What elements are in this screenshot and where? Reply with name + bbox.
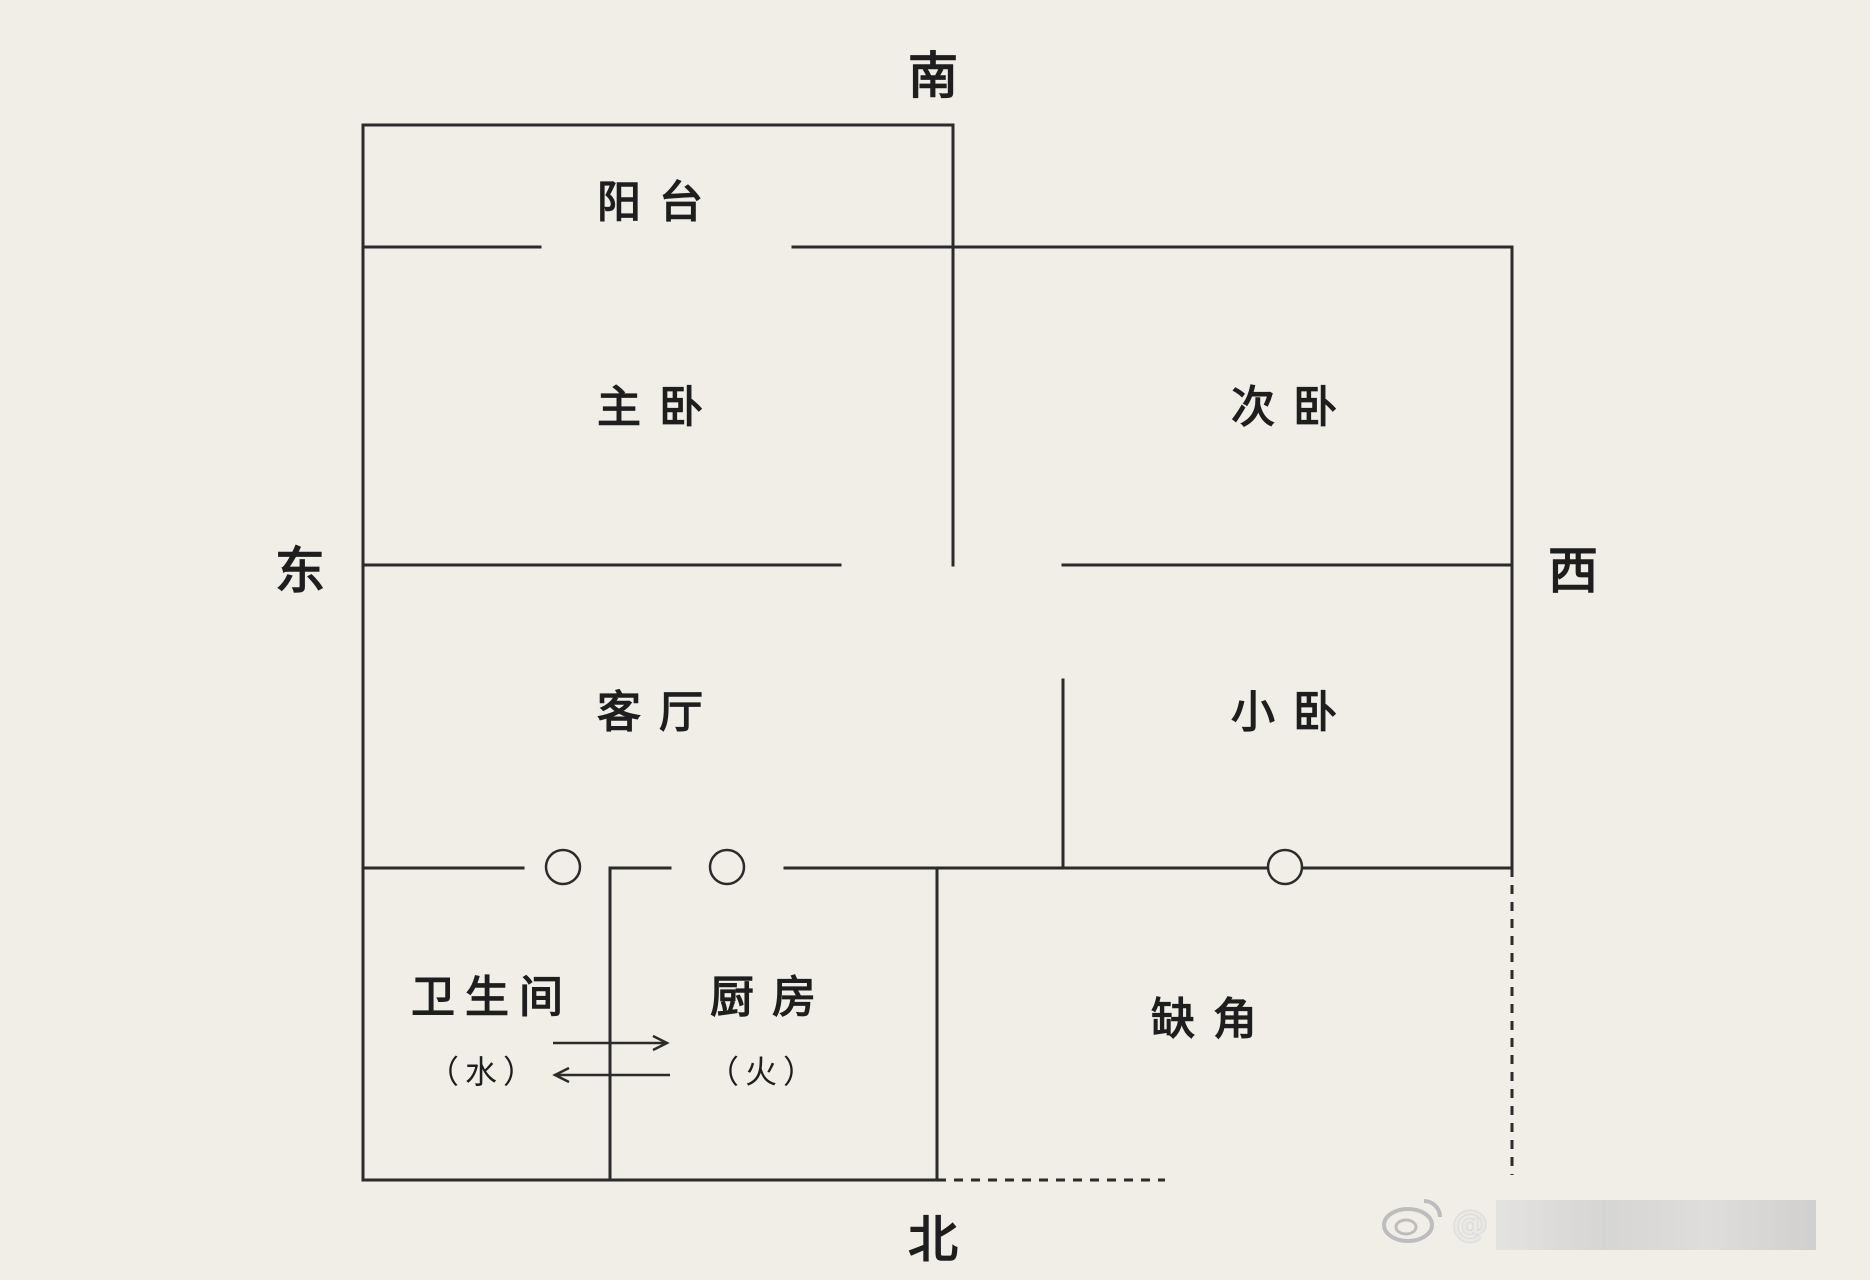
missing-corner-outline [937, 868, 1514, 1182]
doors [544, 848, 1304, 886]
room-kitchen: 厨房 [710, 972, 834, 1023]
watermark-prefix: @ [1452, 1204, 1488, 1245]
room-small-bedroom: 小卧 [1231, 687, 1355, 738]
room-balcony: 阳台 [597, 177, 721, 228]
bathroom-element-water: （水） [426, 1053, 542, 1091]
direction-north: 北 [908, 1211, 958, 1269]
direction-east: 东 [275, 542, 325, 600]
watermark-blurred-name [1496, 1199, 1816, 1250]
walls [361, 123, 1514, 1182]
room-bathroom: 卫生间 [411, 972, 573, 1023]
watermark: @ [1380, 1195, 1816, 1254]
direction-south: 南 [908, 47, 958, 105]
kitchen-door-icon [708, 848, 746, 886]
weibo-icon [1380, 1195, 1444, 1254]
room-living-room: 客厅 [597, 687, 721, 738]
small-bedroom-door-icon [1266, 848, 1304, 886]
direction-west: 西 [1548, 542, 1598, 600]
water-fire-arrows [552, 1034, 670, 1084]
kitchen-element-fire: （火） [706, 1053, 822, 1091]
room-master-bedroom: 主卧 [597, 382, 721, 433]
room-missing-corner: 缺角 [1151, 994, 1275, 1045]
bathroom-door-icon [544, 848, 582, 886]
room-second-bedroom: 次卧 [1231, 382, 1355, 433]
